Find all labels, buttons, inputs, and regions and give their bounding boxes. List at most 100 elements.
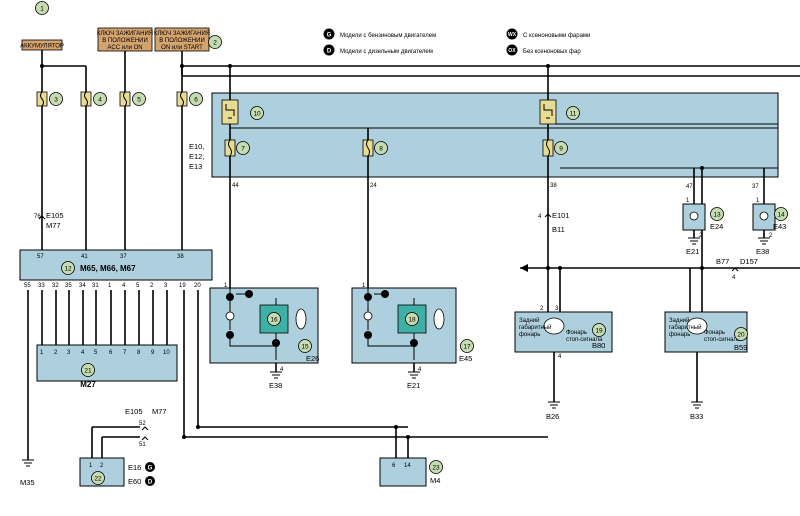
bulb-icon	[689, 211, 699, 221]
ox-icon	[226, 293, 234, 301]
rear20-lamp-a-1: Задний	[669, 317, 689, 324]
callout-15	[298, 339, 312, 353]
fuse-8	[362, 139, 374, 157]
lamp-13-pin-bot: 2	[699, 233, 703, 239]
junction-dot	[182, 435, 186, 439]
callout-20	[734, 327, 748, 341]
callout-22-label: 22	[94, 476, 102, 483]
legend-wx-symbol: WX	[508, 32, 517, 38]
fuse-3	[36, 91, 48, 107]
callout-19	[592, 323, 606, 337]
connector-e105-symbol	[38, 215, 46, 220]
m12-pin: 5	[136, 283, 140, 289]
headlamp-17-ground: E21	[407, 381, 420, 390]
m22-d-symbol: D	[148, 480, 153, 486]
lamp-14-ground: E38	[756, 247, 769, 256]
rear20-lamp-b-1: Фонарь	[704, 330, 725, 336]
wx-icon	[410, 339, 418, 347]
m21-pin: 7	[123, 350, 127, 356]
module-21-box	[36, 344, 178, 382]
lamp-14-pin-top: 1	[756, 198, 760, 204]
e105-bot-pin-b: 51	[139, 442, 146, 448]
headlamp-17-pin: 1	[362, 283, 366, 289]
callout-13-label: 13	[713, 212, 721, 219]
lamp-14-name: E43	[773, 222, 786, 231]
rear19-lamp-a-1: Задний	[519, 317, 539, 324]
callout-13	[710, 207, 724, 221]
m12-pin: 3	[164, 283, 168, 289]
bulb-icon	[686, 317, 708, 335]
rear19-pin-4: 4	[558, 354, 562, 360]
m12-top-pin-41: 41	[81, 254, 88, 260]
battery-tag-label: АККУМУЛЯТОР	[20, 44, 64, 50]
callout-10-label: 10	[253, 111, 261, 118]
callout-8-label: 8	[379, 146, 383, 153]
fuse-box-label-2: E12,	[189, 152, 204, 161]
ignition-acc-line1: КЛЮЧ ЗАЖИГАНИЯ	[97, 31, 153, 37]
relay-11-symbol	[543, 104, 553, 119]
callout-14	[774, 207, 788, 221]
callout-2	[208, 35, 222, 49]
legend-g-symbol: G	[327, 33, 332, 39]
legend-ox-icon	[506, 44, 518, 56]
m12-pin: 35	[65, 283, 72, 289]
callout-17	[460, 339, 474, 353]
callout-2-label: 2	[213, 40, 217, 47]
callout-18	[405, 312, 419, 326]
lamp-13-name: E24	[710, 222, 723, 231]
m12-pin: 31	[92, 283, 99, 289]
headlamp-17-name: E45	[459, 354, 472, 363]
b77-name: B77	[716, 257, 729, 266]
ground-icon	[548, 401, 560, 409]
junction-dot	[546, 64, 550, 68]
ox-icon	[226, 331, 234, 339]
pin-37: 37	[752, 184, 759, 190]
pin-24: 24	[370, 183, 377, 189]
e105-top-sub: M77	[46, 221, 61, 230]
rear19-pin-2: 2	[540, 306, 544, 312]
callout-6-label: 6	[194, 97, 198, 104]
callout-1-label: 1	[40, 6, 44, 13]
callout-4	[93, 92, 107, 106]
callout-12-label: 12	[64, 266, 72, 273]
callout-12	[61, 261, 75, 275]
callout-17-label: 17	[463, 344, 471, 351]
wx-icon	[245, 290, 253, 298]
fuse-box-label-3: E13	[189, 162, 202, 171]
module-23-box	[379, 457, 427, 487]
ignition-start-line1: КЛЮЧ ЗАЖИГАНИЯ	[154, 31, 210, 37]
m22-name-g: E16	[128, 463, 141, 472]
callout-4-label: 4	[98, 97, 102, 104]
ox-icon	[364, 293, 372, 301]
callout-11	[566, 106, 580, 120]
ignition-acc-line3: ACC или ON	[107, 45, 142, 51]
pin-47: 47	[686, 184, 693, 190]
callout-21-label: 21	[84, 368, 92, 375]
callout-16	[267, 312, 281, 326]
xenon-bulb-icon	[433, 308, 445, 330]
junction-dot	[406, 435, 410, 439]
m21-pin: 3	[67, 350, 71, 356]
legend-g-icon	[145, 462, 155, 472]
junction-dot	[700, 166, 704, 170]
connector-e105-bottom-symbol	[141, 426, 149, 441]
callout-23-label: 23	[432, 465, 440, 472]
ground-icon	[688, 237, 700, 245]
m12-pin: 20	[194, 283, 201, 289]
lamp-13-pin-top: 1	[686, 198, 690, 204]
ignition-acc-line2: В ПОЛОЖЕНИИ	[102, 38, 148, 44]
e105-top-name: E105	[46, 211, 64, 220]
e101-name: E101	[552, 211, 570, 220]
m21-pin: 6	[109, 350, 113, 356]
m21-pin: 10	[163, 350, 170, 356]
callout-23	[429, 460, 443, 474]
callout-22	[91, 471, 105, 485]
callout-8	[374, 141, 388, 155]
module-21-name: M27	[80, 380, 96, 389]
junction-dot	[394, 425, 398, 429]
fuse-7	[224, 139, 236, 157]
lamp-13-ground: E21	[686, 247, 699, 256]
connector-b77-symbol	[731, 267, 739, 272]
module-12-box	[19, 249, 213, 281]
rear20-lamp-b-2: стоп-сигнала	[704, 337, 741, 343]
